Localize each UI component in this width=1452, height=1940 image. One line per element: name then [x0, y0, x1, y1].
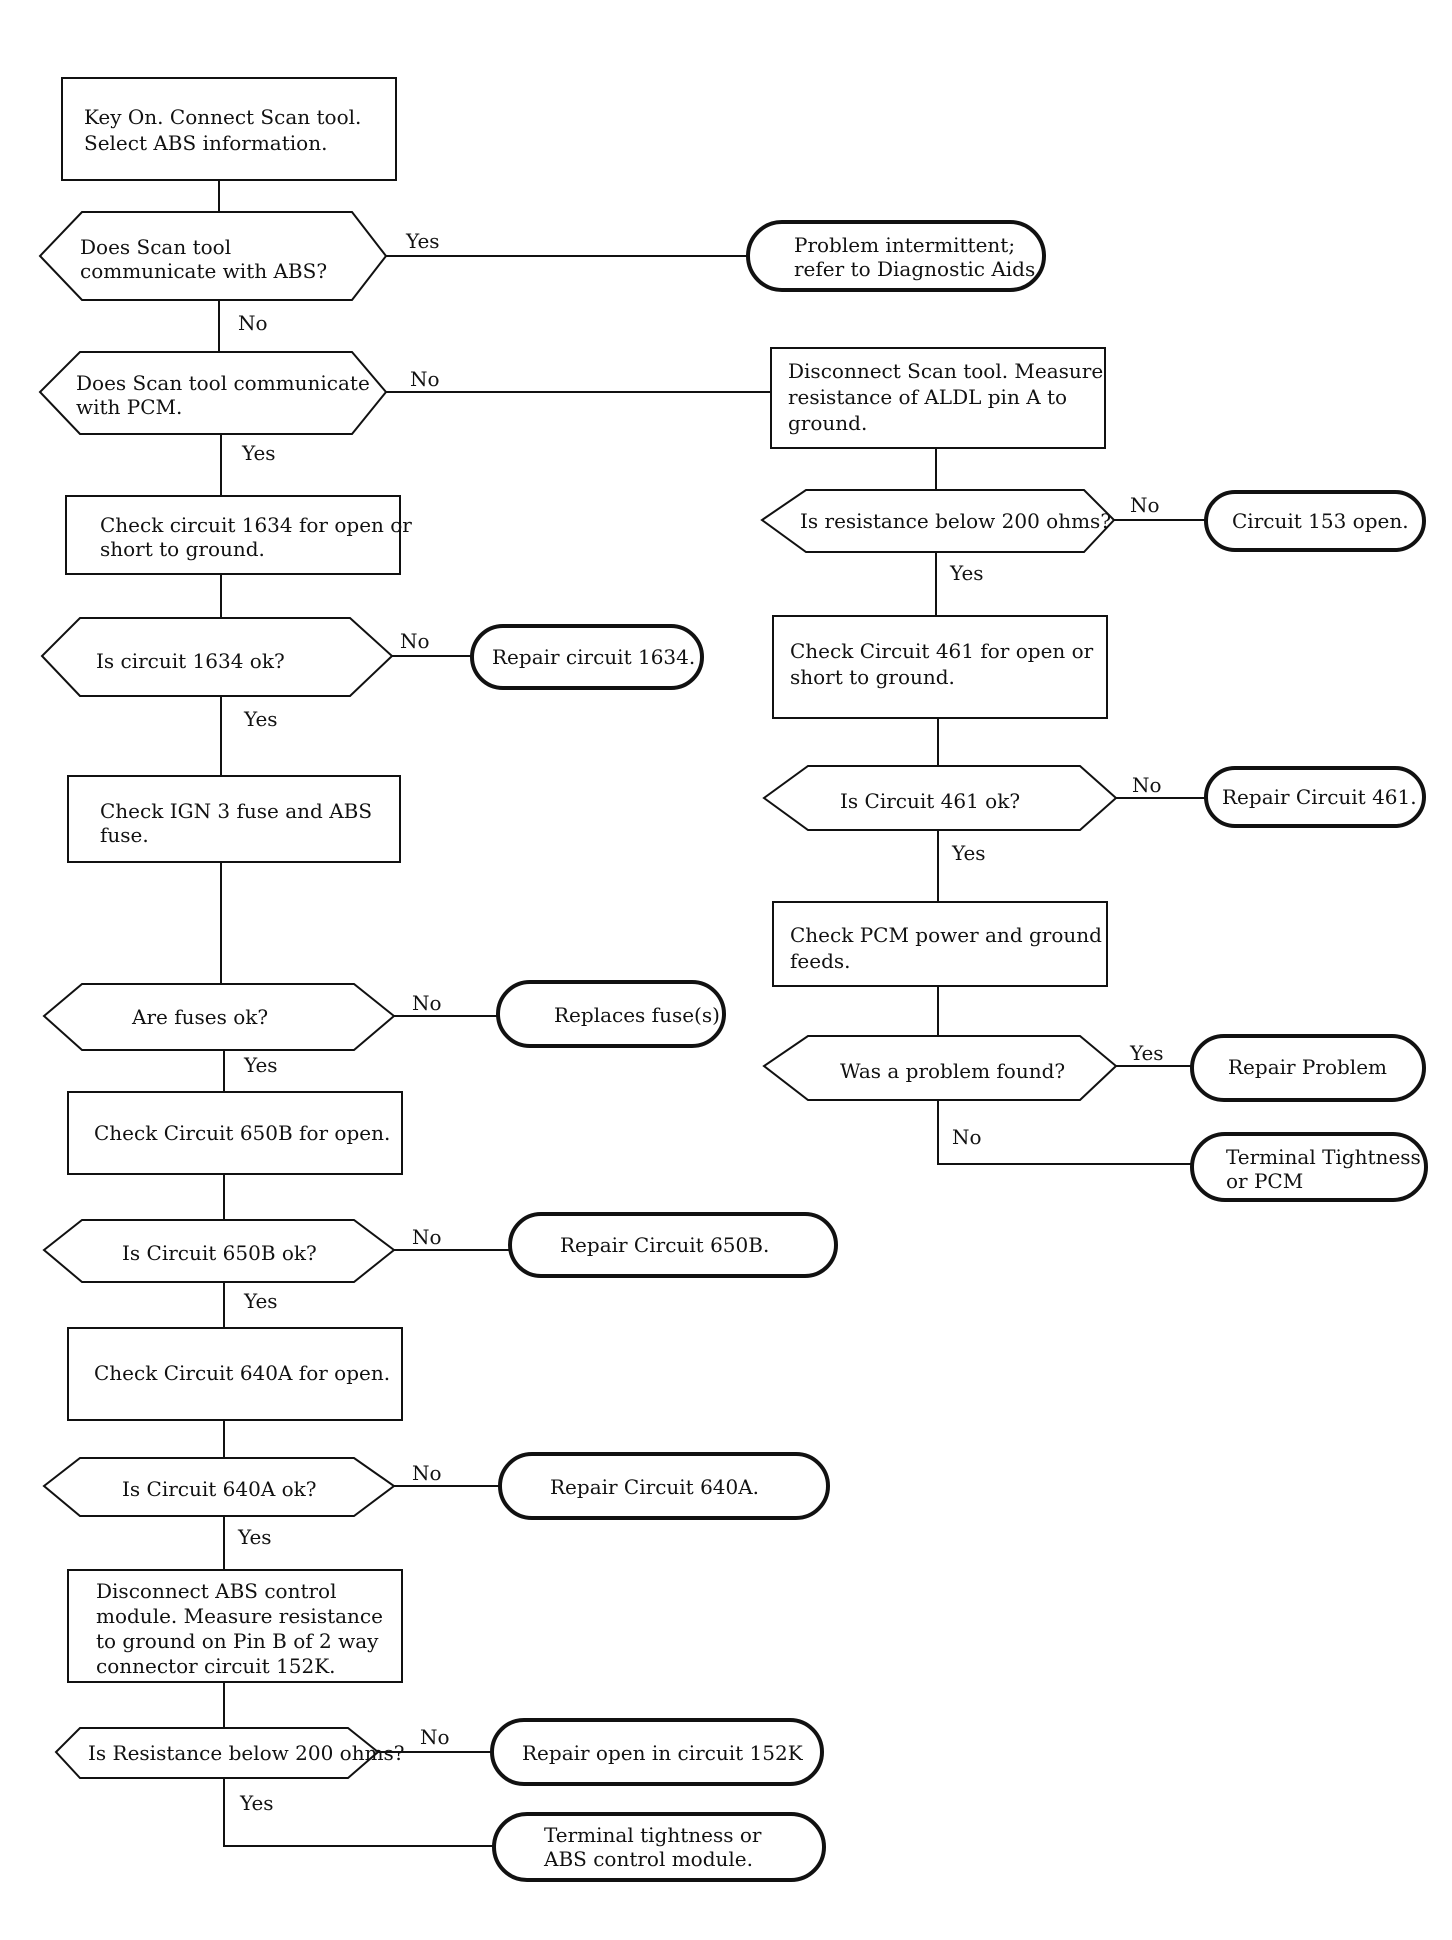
terminal-repair-152k: Repair open in circuit 152K: [490, 1718, 824, 1786]
svg-text:Is circuit 1634 ok?: Is circuit 1634 ok?: [96, 649, 285, 673]
svg-text:Is Circuit 461 ok?: Is Circuit 461 ok?: [840, 789, 1020, 813]
terminal-repair-problem: Repair Problem: [1190, 1034, 1426, 1102]
label-yes: Yes: [243, 1053, 278, 1077]
connector-q-152k-yes: [223, 1778, 494, 1847]
svg-text:Repair Problem: Repair Problem: [1228, 1055, 1387, 1079]
decision-fuses: Are fuses ok? No Yes: [42, 983, 442, 1077]
label-no: No: [410, 367, 440, 391]
svg-text:Is Circuit 650B ok?: Is Circuit 650B ok?: [122, 1241, 317, 1265]
svg-text:Key On. Connect Scan tool.Sele: Key On. Connect Scan tool.Select ABS inf…: [84, 105, 361, 155]
label-yes: Yes: [243, 707, 278, 731]
label-yes: Yes: [951, 841, 986, 865]
svg-text:Repair Circuit 461.: Repair Circuit 461.: [1222, 785, 1417, 809]
label-yes: Yes: [241, 441, 276, 465]
terminal-repair-640a: Repair Circuit 640A.: [498, 1452, 830, 1520]
label-no: No: [1130, 493, 1160, 517]
decision-1634: Is circuit 1634 ok? No Yes: [40, 617, 430, 731]
process-check-650b: Check Circuit 650B for open.: [67, 1091, 403, 1175]
svg-text:Is Resistance below 200 ohms?: Is Resistance below 200 ohms?: [88, 1741, 405, 1765]
svg-text:Circuit 153 open.: Circuit 153 open.: [1232, 509, 1409, 533]
svg-text:Replaces fuse(s).: Replaces fuse(s).: [554, 1003, 726, 1027]
decision-resistance-152k: Is Resistance below 200 ohms? No Yes: [54, 1725, 450, 1815]
label-no: No: [952, 1125, 982, 1149]
svg-text:Repair Circuit 640A.: Repair Circuit 640A.: [550, 1475, 759, 1499]
label-yes: Yes: [243, 1289, 278, 1313]
label-no: No: [412, 1461, 442, 1485]
terminal-repair-1634: Repair circuit 1634.: [470, 624, 704, 690]
start-process-box: Key On. Connect Scan tool.Select ABS inf…: [61, 77, 397, 181]
svg-text:Check Circuit 640A for open.: Check Circuit 640A for open.: [94, 1361, 390, 1385]
label-no: No: [400, 629, 430, 653]
svg-text:Problem intermittent;refer to: Problem intermittent;refer to Diagnostic…: [794, 233, 1042, 281]
svg-text:Repair open in circuit 152K: Repair open in circuit 152K: [522, 1741, 804, 1765]
connector-q-problem-no: [937, 1100, 1192, 1165]
svg-text:Repair circuit 1634.: Repair circuit 1634.: [492, 645, 695, 669]
label-yes: Yes: [237, 1525, 272, 1549]
svg-text:Was a problem found?: Was a problem found?: [840, 1059, 1065, 1083]
svg-text:Is Circuit 640A ok?: Is Circuit 640A ok?: [122, 1477, 317, 1501]
nodes: Key On. Connect Scan tool.Select ABS inf…: [38, 77, 1428, 1882]
label-no: No: [420, 1725, 450, 1749]
label-yes: Yes: [1129, 1041, 1164, 1065]
terminal-circuit-153-open: Circuit 153 open.: [1204, 490, 1426, 552]
label-yes: Yes: [949, 561, 984, 585]
decision-650b: Is Circuit 650B ok? No Yes: [42, 1219, 442, 1313]
svg-text:Repair Circuit 650B.: Repair Circuit 650B.: [560, 1233, 769, 1257]
terminal-repair-650b: Repair Circuit 650B.: [508, 1212, 838, 1278]
label-no: No: [412, 991, 442, 1015]
svg-text:Is resistance below 200 ohms?: Is resistance below 200 ohms?: [800, 509, 1111, 533]
decision-640a: Is Circuit 640A ok? No Yes: [42, 1457, 442, 1549]
connectors: [218, 180, 1206, 1847]
terminal-replace-fuse: Replaces fuse(s).: [496, 980, 726, 1048]
decision-problem-found: Was a problem found? Yes No: [762, 1035, 1164, 1149]
label-no: No: [1132, 773, 1162, 797]
label-no: No: [412, 1225, 442, 1249]
svg-text:Are fuses ok?: Are fuses ok?: [131, 1005, 268, 1029]
terminal-repair-461: Repair Circuit 461.: [1204, 766, 1426, 828]
terminal-intermittent: Problem intermittent;refer to Diagnostic…: [746, 220, 1046, 292]
decision-461: Is Circuit 461 ok? No Yes: [762, 765, 1162, 865]
decision-resistance-aldl: Is resistance below 200 ohms? No Yes: [760, 489, 1160, 585]
svg-text:Check Circuit 650B for open.: Check Circuit 650B for open.: [94, 1121, 390, 1145]
label-yes: Yes: [405, 229, 440, 253]
process-check-640a: Check Circuit 640A for open.: [67, 1327, 403, 1421]
label-no: No: [238, 311, 268, 335]
label-yes: Yes: [239, 1791, 274, 1815]
